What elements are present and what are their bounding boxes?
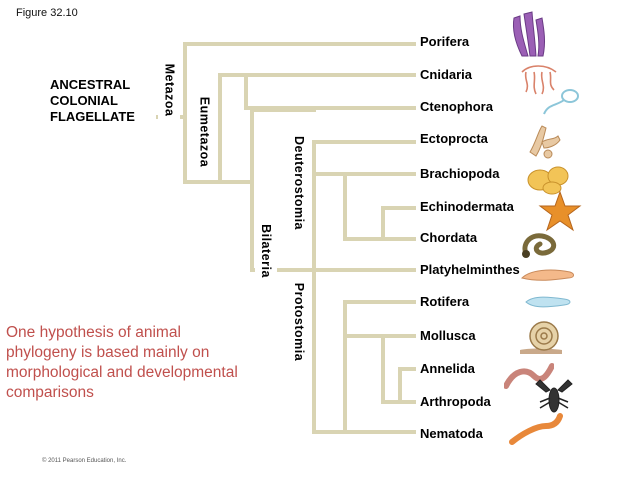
taxon-platyhelminthes: Platyhelminthes (420, 262, 520, 277)
ancestral-line-3: FLAGELLATE (50, 109, 135, 124)
lobster-icon (535, 379, 573, 413)
clade-metazoa: Metazoa (158, 52, 180, 128)
taxon-mollusca: Mollusca (420, 328, 476, 343)
taxon-cnidaria: Cnidaria (420, 67, 473, 82)
taxon-arthropoda: Arthropoda (420, 394, 491, 409)
figure-label: Figure 32.10 (16, 7, 78, 19)
ancestral-colonial-flagellate: ANCESTRAL COLONIAL FLAGELLATE (50, 77, 135, 125)
figure-caption: One hypothesis of animal phylogeny is ba… (6, 324, 238, 401)
taxon-porifera: Porifera (420, 34, 470, 49)
rotifer-icon (525, 296, 571, 308)
clade-eumetazoa: Eumetazoa (193, 86, 215, 178)
copyright-notice: © 2011 Pearson Education, Inc. (42, 458, 127, 464)
earthworm-icon (504, 363, 554, 389)
clade-deuterostomia-label: Deuterostomia (292, 135, 306, 231)
clade-eumetazoa-label: Eumetazoa (197, 96, 211, 168)
jellyfish-icon (521, 65, 557, 95)
clade-metazoa-label: Metazoa (162, 63, 177, 117)
taxon-ctenophora: Ctenophora (420, 99, 493, 114)
taxon-rotifera: Rotifera (420, 294, 470, 309)
taxon-echinodermata: Echinodermata (420, 199, 514, 214)
clade-bilateria: Bilateria (255, 216, 277, 286)
sea-star-icon (538, 190, 582, 232)
ancestral-line-2: COLONIAL (50, 93, 118, 108)
taxon-annelida: Annelida (420, 361, 475, 376)
clade-deuterostomia: Deuterostomia (288, 124, 310, 242)
taxon-nematoda: Nematoda (420, 426, 483, 441)
clade-bilateria-label: Bilateria (259, 224, 273, 278)
snail-icon (520, 321, 562, 354)
snake-icon (522, 233, 557, 258)
lamp-shell-icon (527, 166, 569, 195)
roundworm-icon (509, 413, 563, 445)
sponge-icon (513, 11, 546, 57)
taxon-ectoprocta: Ectoprocta (420, 131, 488, 146)
flatworm-icon (521, 269, 575, 281)
comb-jelly-icon (543, 89, 579, 115)
clade-protostomia-label: Protostomia (292, 282, 306, 362)
bryozoan-icon (529, 125, 561, 159)
clade-protostomia: Protostomia (288, 272, 310, 372)
taxon-brachiopoda: Brachiopoda (420, 166, 500, 181)
ancestral-line-1: ANCESTRAL (50, 77, 131, 92)
taxon-chordata: Chordata (420, 230, 478, 245)
